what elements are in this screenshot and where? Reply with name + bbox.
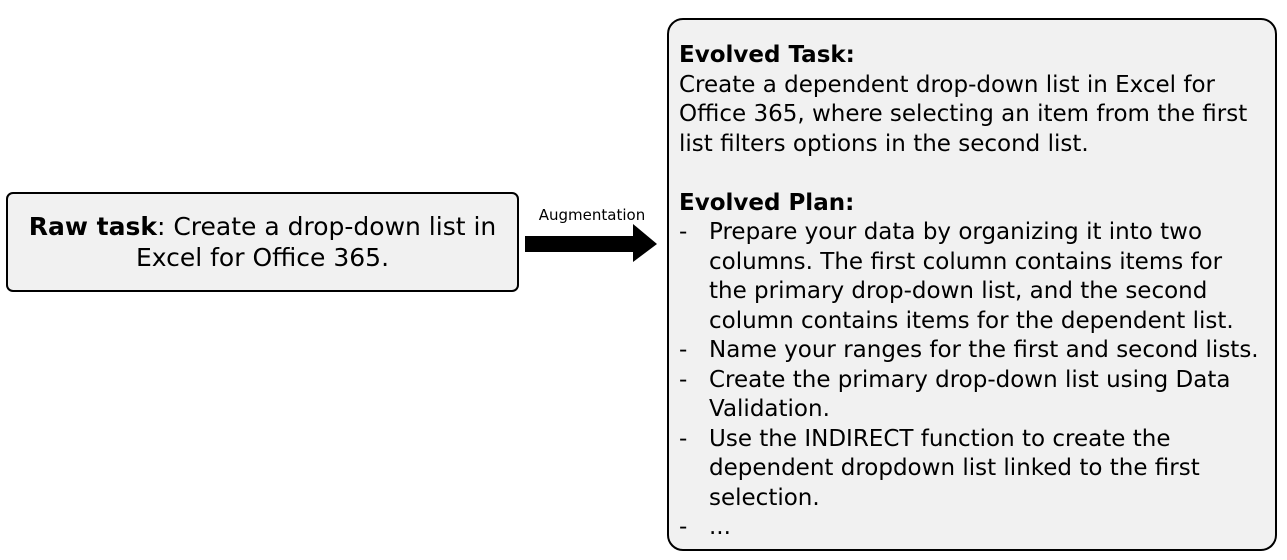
evolved-box: Evolved Task: Create a dependent drop-do…	[667, 18, 1277, 551]
plan-item-text: Create the primary drop-down list using …	[709, 366, 1231, 423]
section-gap	[679, 159, 1265, 189]
evolved-task-text: Create a dependent drop-down list in Exc…	[679, 71, 1248, 157]
raw-task-text: Raw task: Create a drop-down list in Exc…	[22, 211, 503, 273]
plan-item-dash: -	[679, 425, 688, 452]
plan-item: - Use the INDIRECT function to create th…	[679, 425, 1265, 514]
plan-item-text: Use the INDIRECT function to create the …	[709, 425, 1200, 511]
plan-item-text: ...	[709, 514, 731, 540]
raw-task-description: : Create a drop-down list in Excel for O…	[135, 212, 497, 272]
plan-item-text: Prepare your data by organizing it into …	[709, 219, 1234, 334]
plan-item-dash: -	[679, 337, 688, 363]
plan-item: - Create the primary drop-down list usin…	[679, 366, 1265, 425]
augmentation-arrow-icon	[525, 224, 657, 262]
evolved-plan-heading: Evolved Plan:	[679, 189, 855, 216]
raw-task-box: Raw task: Create a drop-down list in Exc…	[6, 192, 519, 292]
plan-item: - Prepare your data by organizing it int…	[679, 218, 1265, 336]
plan-item-text: Name your ranges for the first and secon…	[709, 337, 1259, 363]
evolved-plan-list: - Prepare your data by organizing it int…	[679, 218, 1265, 543]
raw-task-label: Raw task	[28, 212, 157, 241]
evolved-task-heading: Evolved Task:	[679, 42, 855, 68]
arrow-shape	[525, 224, 657, 262]
plan-item: - ...	[679, 513, 1265, 543]
plan-item-dash: -	[679, 514, 688, 540]
plan-item-dash: -	[679, 219, 688, 245]
augmentation-label: Augmentation	[538, 206, 646, 224]
plan-item: - Name your ranges for the first and sec…	[679, 336, 1265, 366]
plan-item-dash: -	[679, 366, 688, 393]
